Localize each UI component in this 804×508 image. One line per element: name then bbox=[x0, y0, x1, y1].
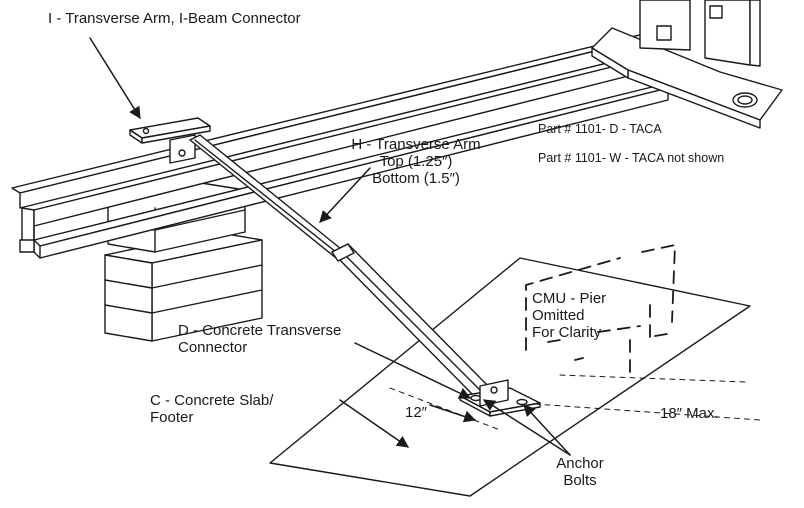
dimension-lines bbox=[389, 374, 761, 431]
label-h-title: H - Transverse Arm bbox=[351, 136, 481, 153]
label-dim-18: 18″ Max. bbox=[660, 405, 719, 422]
concrete-slab bbox=[269, 257, 751, 497]
label-d-concrete-connector: D - Concrete Transverse Connector bbox=[178, 322, 341, 356]
label-c-concrete-slab: C - Concrete Slab/ Footer bbox=[150, 392, 273, 426]
taca-part-inset bbox=[591, 0, 783, 129]
label-anchor-line2: Bolts bbox=[563, 472, 597, 489]
label-i-beam-connector: I - Transverse Arm, I-Beam Connector bbox=[48, 10, 301, 27]
label-cmu-line1: CMU - Pier bbox=[532, 290, 607, 307]
label-dim-12: 12″ bbox=[405, 404, 427, 421]
label-d-line2: Connector bbox=[178, 339, 248, 356]
label-part-d: Part # 1101- D - TACA bbox=[538, 122, 662, 136]
label-h-bottom: Bottom (1.5″) bbox=[372, 170, 460, 187]
label-cmu-pier: CMU - Pier Omitted For Clarity bbox=[532, 290, 606, 341]
concrete-transverse-connector bbox=[459, 379, 541, 417]
arrow-i-arm bbox=[89, 37, 141, 120]
arrow-c-slab bbox=[339, 399, 409, 448]
i-beam bbox=[11, 29, 669, 259]
label-h-transverse-arm: H - Transverse Arm Top (1.25″) Bottom (1… bbox=[346, 136, 486, 187]
concrete-block-stack bbox=[104, 181, 263, 342]
label-part-w: Part # 1101- W - TACA not shown bbox=[538, 151, 725, 165]
label-anchor-line1: Anchor bbox=[556, 455, 604, 472]
arrow-bolt-right bbox=[523, 404, 571, 456]
label-c-line2: Footer bbox=[150, 409, 194, 426]
cmu-pier-outline bbox=[525, 244, 676, 373]
arrow-h-arm bbox=[319, 167, 371, 223]
i-beam-connector bbox=[129, 117, 211, 164]
label-cmu-line3: For Clarity bbox=[532, 324, 602, 341]
transverse-arm-bottom bbox=[331, 243, 493, 399]
label-h-top: Top (1.25″) bbox=[379, 153, 453, 170]
label-anchor-bolts: Anchor Bolts bbox=[545, 455, 615, 489]
leader-arrows bbox=[89, 37, 571, 456]
arrow-d-connector bbox=[354, 342, 472, 399]
arrow-dim-12 bbox=[429, 404, 477, 423]
label-c-line1: C - Concrete Slab/ bbox=[150, 392, 274, 409]
label-d-line1: D - Concrete Transverse bbox=[178, 322, 342, 339]
label-cmu-line2: Omitted bbox=[532, 307, 585, 324]
arrow-bolt-left bbox=[482, 399, 571, 456]
